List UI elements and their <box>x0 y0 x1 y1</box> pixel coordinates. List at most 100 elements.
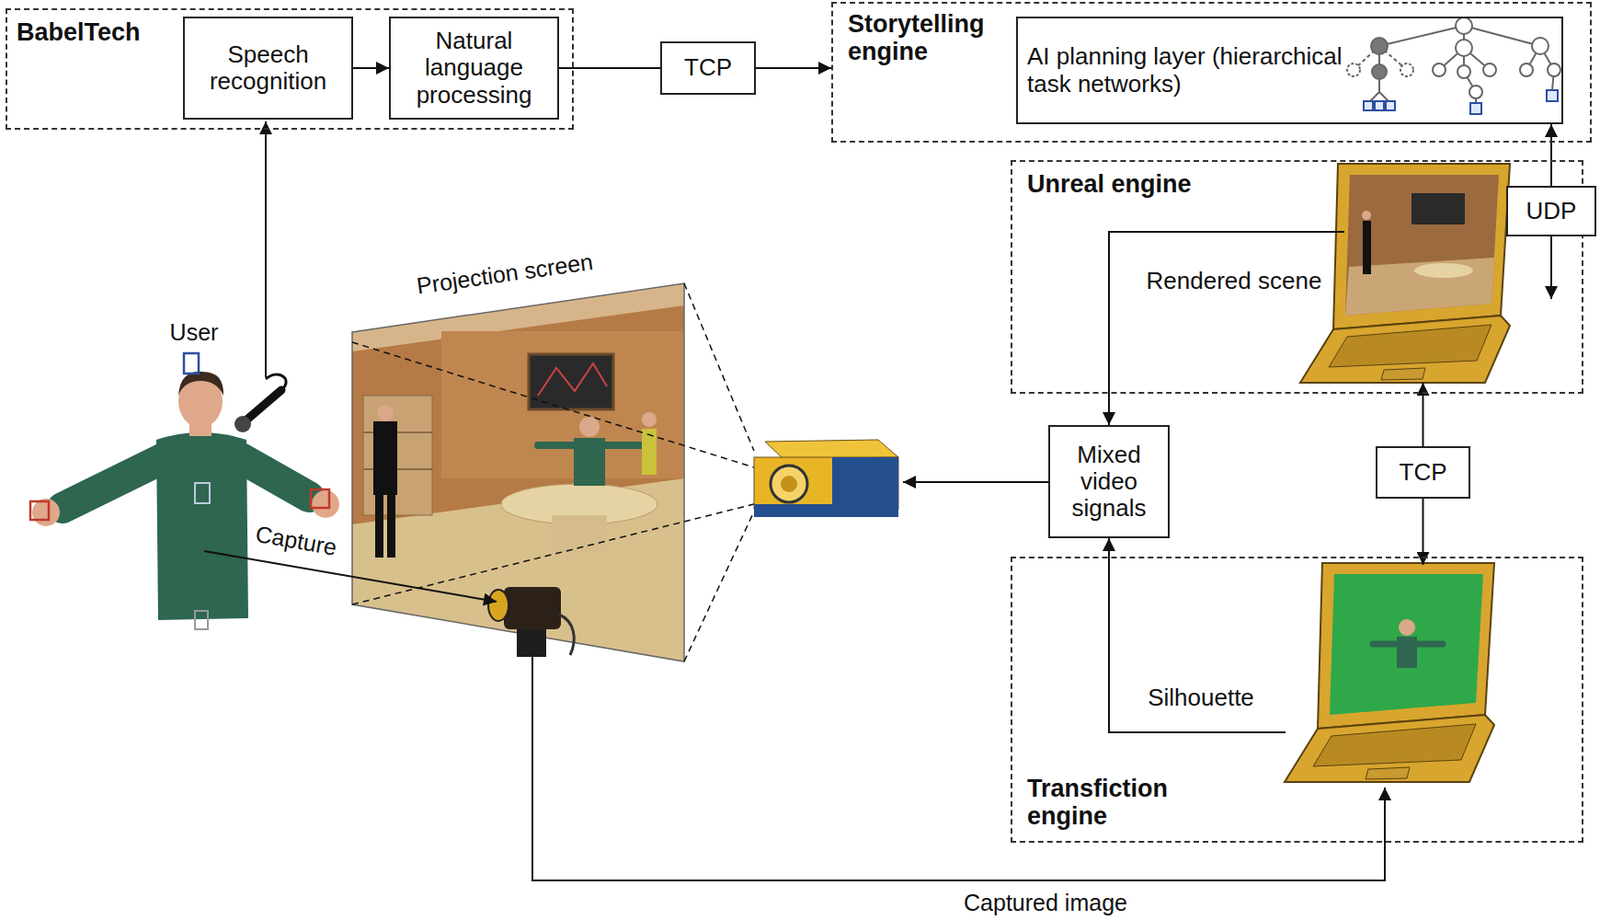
camera <box>488 586 574 657</box>
tree-node <box>1400 63 1414 77</box>
group-title: Unreal engine <box>1027 171 1582 199</box>
connector <box>1550 124 1553 186</box>
laptop-keyboard <box>1328 324 1492 367</box>
user-torso <box>156 432 249 620</box>
tree-node <box>1531 37 1549 55</box>
scene-backwall <box>441 331 685 479</box>
process-box: Natural language processing <box>388 16 560 120</box>
user-hand <box>311 490 340 518</box>
process-box: Mixed video signals <box>1048 424 1170 538</box>
tree-node <box>1520 63 1533 77</box>
video-out-arrow <box>902 480 1049 483</box>
box-label: UDP <box>1526 197 1578 225</box>
capture-arrow <box>204 550 497 602</box>
projector-side <box>832 457 899 509</box>
annotation-label: User <box>170 320 219 346</box>
projector-lens-core <box>780 475 798 492</box>
tree-leaf <box>1363 101 1373 111</box>
tree-leaf <box>1470 102 1482 115</box>
annotation-label: Silhouette <box>1147 684 1255 711</box>
user-arm <box>62 457 164 508</box>
process-box: Speech recognition <box>182 16 354 120</box>
tree-node <box>1547 63 1561 77</box>
laptop-transfiction <box>1284 562 1495 782</box>
box-label: TCP <box>1399 458 1448 486</box>
group-title: Storytelling engine <box>847 11 1018 66</box>
group-title: Transfiction engine <box>1027 775 1198 830</box>
user-hair <box>178 371 224 396</box>
tree-node <box>1347 63 1360 77</box>
camera-stand <box>516 628 547 657</box>
tree-node <box>1455 39 1473 57</box>
laptop-lid <box>1317 562 1495 729</box>
process-box: TCP <box>660 41 756 95</box>
scene-wall <box>352 275 693 672</box>
laptop-base <box>1284 714 1495 782</box>
tree-link <box>1379 25 1464 46</box>
tree-leaf <box>1546 90 1558 102</box>
screen-painting <box>1411 193 1465 225</box>
laptop-touchpad <box>1365 766 1410 779</box>
silhouette-head <box>1398 618 1416 636</box>
scene-man-head <box>377 404 394 422</box>
task-tree <box>1353 25 1555 103</box>
projector-top <box>765 439 899 459</box>
annotation-label: Rendered scene <box>1146 267 1323 295</box>
audio-arrow <box>264 121 267 378</box>
projection-beams <box>352 283 784 662</box>
tracking-marker <box>183 353 199 374</box>
laptop-unreal <box>1300 163 1510 383</box>
beam-line <box>352 342 784 477</box>
laptop-lid <box>1333 163 1510 330</box>
microphone <box>234 374 286 433</box>
box-label: AI planning layer (hierarchical task net… <box>1027 43 1363 97</box>
process-box: TCP <box>1375 445 1471 499</box>
group-region: Storytelling engineAI planning layer (hi… <box>831 1 1592 143</box>
mic-cable <box>265 374 286 390</box>
udp-out-arrow <box>1550 236 1553 299</box>
tree-node <box>1483 63 1497 77</box>
tree-node <box>1457 65 1471 79</box>
box-label: Mixed video signals <box>1057 441 1161 522</box>
scene-man-leg <box>375 492 384 558</box>
user-arm <box>240 457 309 497</box>
screen-table <box>1414 262 1474 278</box>
scene-table-base <box>551 514 607 552</box>
annotation-label: Captured image <box>963 890 1128 916</box>
tree-node <box>1371 64 1387 80</box>
tracking-marker <box>194 482 210 503</box>
connector <box>1422 498 1425 565</box>
box-label: Speech recognition <box>192 41 344 95</box>
laptop-screen <box>1329 573 1484 715</box>
user-figure <box>30 353 340 629</box>
group-region: Transfiction engine <box>1010 556 1584 843</box>
screen-person-head <box>1361 210 1372 220</box>
annotation-label: Capture <box>253 521 339 561</box>
connector <box>1108 231 1345 425</box>
projector-lens <box>770 465 808 503</box>
scene-man-leg <box>387 492 396 558</box>
projector-front <box>754 457 899 509</box>
tracking-marker <box>30 501 49 520</box>
tree-node <box>1455 17 1473 35</box>
mic-head <box>234 415 252 433</box>
tree-link <box>1463 25 1541 46</box>
screen-person <box>1362 220 1372 275</box>
laptop-screen <box>1345 174 1499 316</box>
beam-line <box>684 283 755 451</box>
scene-man <box>373 421 398 495</box>
scene-woman-head <box>641 411 657 427</box>
camera-body <box>503 586 561 629</box>
connector <box>1108 537 1286 732</box>
camera-cable <box>559 614 574 655</box>
camera-lens <box>488 589 509 621</box>
process-box: AI planning layer (hierarchical task net… <box>1016 16 1564 125</box>
tree-leaf <box>1374 101 1384 111</box>
scene-woman <box>641 428 657 475</box>
projector <box>754 439 899 517</box>
scene-user-torso <box>573 437 606 486</box>
scene-user-head <box>579 416 600 437</box>
connector <box>559 67 661 69</box>
tree-node <box>1371 37 1388 55</box>
